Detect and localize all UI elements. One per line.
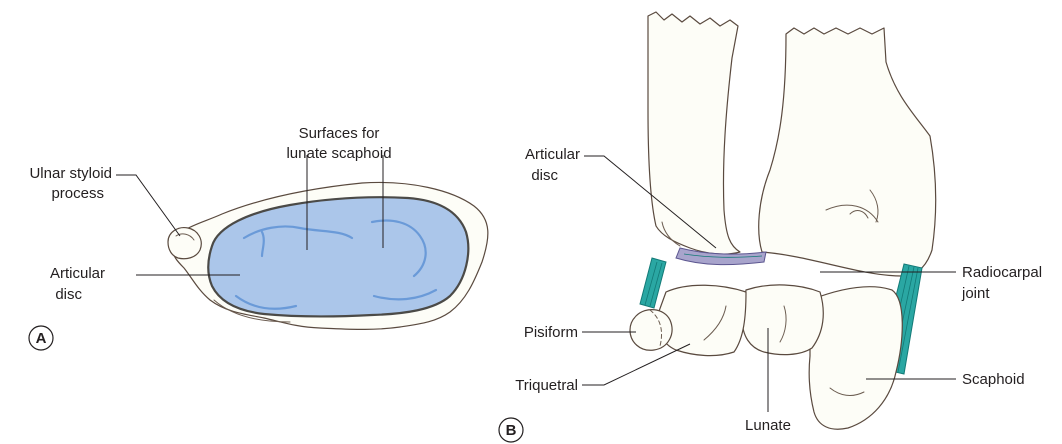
label-articular-disc-a-line2: disc [55,286,82,303]
panel-b-badge: B [499,418,523,442]
label-scaphoid: Scaphoid [962,371,1025,388]
label-ulnar-styloid-line2: process [51,185,104,202]
label-ulnar-styloid-line1: Ulnar styloid [29,165,112,182]
label-articular-disc-b-line2: disc [531,167,558,184]
ulna [648,12,740,254]
svg-text:A: A [36,330,47,347]
label-pisiform: Pisiform [524,324,578,341]
panel-b: Articular disc Pisiform Triquetral Lunat… [499,12,1042,442]
panel-a: Surfaces for lunate scaphoid Ulnar stylo… [29,125,488,350]
label-articular-disc-a-line1: Articular [50,265,105,282]
label-radiocarpal-line2: joint [961,285,990,302]
triquetral [658,285,746,355]
label-radiocarpal-line1: Radiocarpal [962,264,1042,281]
lunate [742,285,823,355]
panel-a-badge: A [29,326,53,350]
leader-ulnar-styloid [116,175,180,236]
svg-text:B: B [506,422,517,439]
ulnar-collateral-ligament [640,258,666,308]
pisiform [630,310,672,351]
label-triquetral: Triquetral [515,377,578,394]
label-surfaces-line2: lunate scaphoid [286,145,391,162]
leader-triquetral [582,344,690,385]
radius [759,28,936,276]
label-articular-disc-b-line1: Articular [525,146,580,163]
label-surfaces-line1: Surfaces for [299,125,380,142]
ulnar-styloid-process [168,228,201,259]
label-lunate: Lunate [745,417,791,434]
